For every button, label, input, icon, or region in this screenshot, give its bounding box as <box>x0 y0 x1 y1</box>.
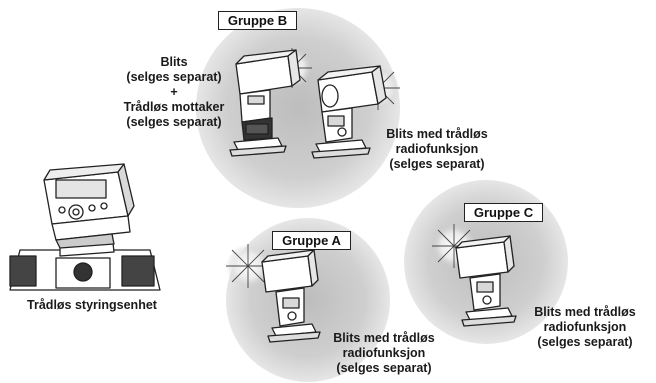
group-b-box: Gruppe B <box>218 11 297 30</box>
camera-with-commander-icon <box>9 163 161 291</box>
radio-flash-group-c-icon <box>432 224 517 327</box>
radio-flash-group-b-icon <box>311 65 400 159</box>
radio-flash-group-a-icon <box>226 244 321 343</box>
commander-label: Trådløs styringsenhet <box>27 298 157 312</box>
radio-flash-group-a-label: Blits med trådløs radiofunksjon (selges … <box>333 331 435 375</box>
radio-flash-group-b-label: Blits med trådløs radiofunksjon (selges … <box>386 127 488 171</box>
group-a-box: Gruppe A <box>272 231 351 250</box>
radio-flash-group-c-label: Blits med trådløs radiofunksjon (selges … <box>534 305 636 349</box>
flash-with-receiver-icon <box>229 48 312 157</box>
flash-receiver-label: Blits (selges separat) + Trådløs mottake… <box>123 55 225 129</box>
group-c-box: Gruppe C <box>464 203 543 222</box>
